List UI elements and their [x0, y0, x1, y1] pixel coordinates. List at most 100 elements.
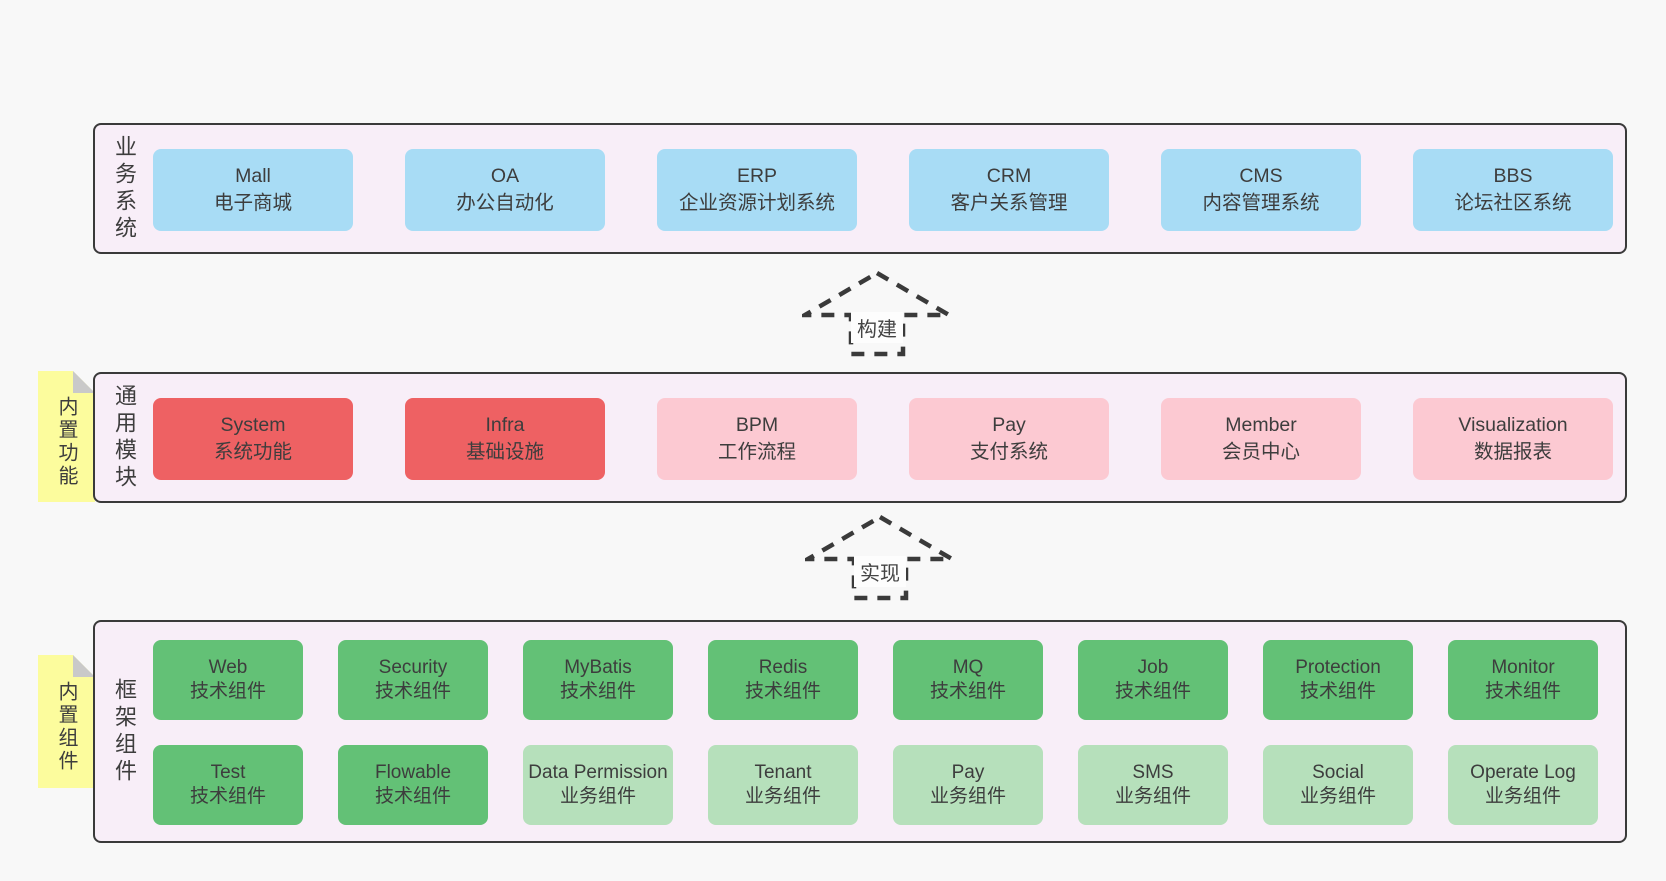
framework-row-2: Test 技术组件 Flowable 技术组件 Data Permission …	[153, 745, 1598, 825]
box-subtitle: 企业资源计划系统	[678, 192, 835, 214]
box-title: Visualization	[1458, 414, 1568, 436]
box-subtitle: 办公自动化	[456, 192, 554, 214]
component-box-protection: Protection 技术组件	[1263, 640, 1413, 720]
module-box-bpm: BPM 工作流程	[657, 398, 857, 480]
box-subtitle: 业务组件	[1299, 786, 1376, 807]
box-subtitle: 技术组件	[374, 786, 451, 807]
component-box-pay: Pay 业务组件	[893, 745, 1043, 825]
layer-framework-components: 框架组件 Web 技术组件 Security 技术组件 MyBatis 技术组件…	[93, 620, 1627, 843]
component-box-web: Web 技术组件	[153, 640, 303, 720]
box-subtitle: 业务组件	[1484, 786, 1561, 807]
box-subtitle: 内容管理系统	[1202, 192, 1320, 214]
box-subtitle: 会员中心	[1221, 441, 1300, 463]
box-title: Pay	[951, 762, 985, 783]
module-box-visualization: Visualization 数据报表	[1413, 398, 1613, 480]
layer-common-label: 通用模块	[112, 383, 137, 492]
box-title: OA	[490, 165, 520, 187]
box-subtitle: 技术组件	[374, 681, 451, 702]
box-subtitle: 数据报表	[1473, 441, 1552, 463]
box-subtitle: 技术组件	[559, 681, 636, 702]
sticky-note-built-in-features: 内置功能	[38, 371, 95, 502]
box-title: Security	[378, 657, 448, 678]
dashed-up-arrow-build: 构建	[802, 270, 952, 358]
system-box-oa: OA 办公自动化	[405, 149, 605, 231]
system-box-mall: Mall 电子商城	[153, 149, 353, 231]
sticky-note-label: 内置功能	[55, 395, 77, 488]
box-subtitle: 客户关系管理	[950, 192, 1068, 214]
sticky-note-label: 内置组件	[55, 680, 77, 773]
box-title: Tenant	[754, 762, 812, 783]
box-title: SMS	[1132, 762, 1174, 783]
component-box-operate-log: Operate Log 业务组件	[1448, 745, 1598, 825]
box-title: MQ	[952, 657, 984, 678]
note-fold-corner-icon	[73, 371, 95, 393]
box-subtitle: 业务组件	[744, 786, 821, 807]
system-box-cms: CMS 内容管理系统	[1161, 149, 1361, 231]
up-arrow-icon	[805, 514, 955, 601]
box-subtitle: 论坛社区系统	[1454, 192, 1572, 214]
box-title: Member	[1225, 414, 1297, 436]
module-box-member: Member 会员中心	[1161, 398, 1361, 480]
box-title: BBS	[1493, 165, 1533, 187]
component-box-sms: SMS 业务组件	[1078, 745, 1228, 825]
box-subtitle: 技术组件	[744, 681, 821, 702]
component-box-tenant: Tenant 业务组件	[708, 745, 858, 825]
box-subtitle: 技术组件	[189, 681, 266, 702]
component-box-job: Job 技术组件	[1078, 640, 1228, 720]
box-title: Social	[1312, 762, 1364, 783]
box-title: CMS	[1239, 165, 1283, 187]
box-title: ERP	[736, 165, 778, 187]
box-subtitle: 技术组件	[929, 681, 1006, 702]
box-subtitle: 业务组件	[929, 786, 1006, 807]
layer-common-modules: 通用模块 System 系统功能 Infra 基础设施 BPM 工作流程 Pay…	[93, 372, 1627, 503]
layer-business-label: 业务系统	[112, 134, 137, 243]
layer-business-systems: 业务系统 Mall 电子商城 OA 办公自动化 ERP 企业资源计划系统 CRM…	[93, 123, 1627, 254]
box-title: Pay	[992, 414, 1026, 436]
box-title: Mall	[235, 165, 271, 187]
box-subtitle: 业务组件	[1114, 786, 1191, 807]
box-subtitle: 业务组件	[559, 786, 636, 807]
business-boxes-row: Mall 电子商城 OA 办公自动化 ERP 企业资源计划系统 CRM 客户关系…	[153, 149, 1613, 231]
box-title: Flowable	[374, 762, 452, 783]
box-subtitle: 支付系统	[969, 441, 1048, 463]
box-title: Web	[208, 657, 248, 678]
component-box-redis: Redis 技术组件	[708, 640, 858, 720]
box-title: Operate Log	[1470, 762, 1576, 783]
common-boxes-row: System 系统功能 Infra 基础设施 BPM 工作流程 Pay 支付系统…	[153, 398, 1613, 480]
box-title: Redis	[758, 657, 808, 678]
box-title: Monitor	[1491, 657, 1555, 678]
component-box-data-permission: Data Permission 业务组件	[523, 745, 673, 825]
module-box-pay: Pay 支付系统	[909, 398, 1109, 480]
box-title: Test	[210, 762, 246, 783]
up-arrow-icon	[802, 270, 952, 357]
component-box-social: Social 业务组件	[1263, 745, 1413, 825]
note-fold-corner-icon	[73, 655, 95, 677]
box-title: Infra	[485, 414, 525, 436]
box-title: BPM	[735, 414, 779, 436]
arrow-build-label: 构建	[851, 312, 903, 343]
box-title: Protection	[1295, 657, 1381, 678]
box-title: CRM	[986, 165, 1032, 187]
box-subtitle: 技术组件	[1299, 681, 1376, 702]
box-title: Data Permission	[528, 762, 668, 783]
system-box-erp: ERP 企业资源计划系统	[657, 149, 857, 231]
box-subtitle: 技术组件	[1114, 681, 1191, 702]
module-box-infra: Infra 基础设施	[405, 398, 605, 480]
box-subtitle: 电子商城	[213, 192, 292, 214]
box-subtitle: 基础设施	[465, 441, 544, 463]
box-subtitle: 技术组件	[189, 786, 266, 807]
box-subtitle: 工作流程	[717, 441, 796, 463]
box-subtitle: 技术组件	[1484, 681, 1561, 702]
box-subtitle: 系统功能	[213, 441, 292, 463]
component-box-monitor: Monitor 技术组件	[1448, 640, 1598, 720]
framework-row-1: Web 技术组件 Security 技术组件 MyBatis 技术组件 Redi…	[153, 640, 1598, 720]
module-box-system: System 系统功能	[153, 398, 353, 480]
box-title: MyBatis	[564, 657, 632, 678]
system-box-bbs: BBS 论坛社区系统	[1413, 149, 1613, 231]
sticky-note-built-in-components: 内置组件	[38, 655, 95, 788]
component-box-mybatis: MyBatis 技术组件	[523, 640, 673, 720]
layer-framework-label: 框架组件	[112, 677, 137, 786]
dashed-up-arrow-implement: 实现	[805, 514, 955, 602]
arrow-implement-label: 实现	[854, 556, 906, 587]
